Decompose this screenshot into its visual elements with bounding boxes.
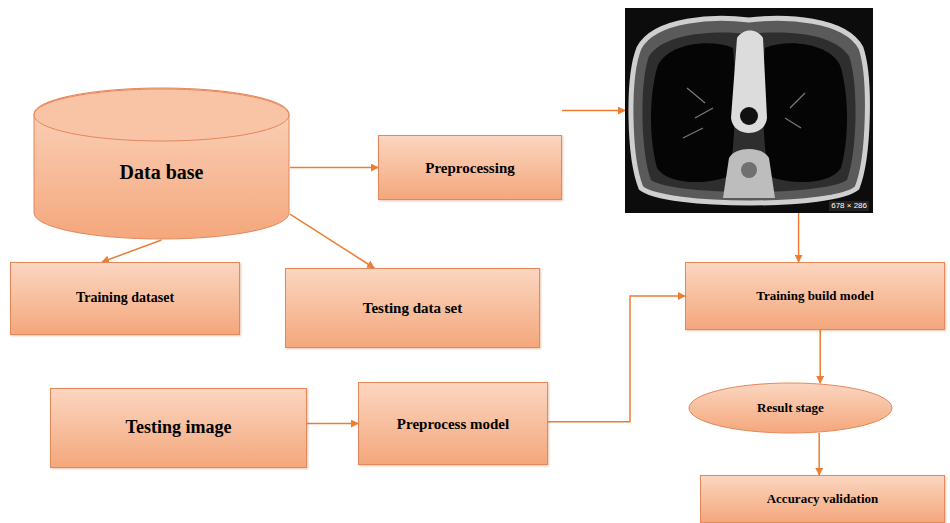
flow-arrow — [819, 330, 821, 383]
node-label: Training build model — [756, 288, 874, 304]
image-size-label: 678 × 286 — [829, 201, 869, 211]
process-box: Training build model — [685, 262, 945, 330]
database-cylinder: Data base — [33, 88, 290, 240]
node-label: Preprocessing — [425, 159, 514, 177]
process-box: Accuracy validation — [700, 475, 945, 523]
node-label: Accuracy validation — [767, 491, 879, 507]
node-label: Testing image — [126, 417, 232, 439]
node-label: Training dataset — [76, 290, 174, 307]
flow-arrow — [307, 423, 358, 425]
process-box: Testing image — [50, 388, 307, 468]
process-box: Preprocess model — [358, 382, 548, 465]
result-ellipse: Result stage — [688, 382, 893, 434]
node-label: Result stage — [757, 400, 824, 416]
ct-scan-image: 678 × 286 — [625, 8, 873, 213]
flow-arrow — [818, 433, 820, 475]
ct-scan-illustration — [625, 8, 873, 213]
process-box: Testing data set — [285, 268, 540, 348]
node-label: Testing data set — [363, 299, 462, 317]
flow-arrow — [102, 240, 162, 262]
flow-arrow — [290, 167, 378, 169]
node-label: Data base — [120, 160, 204, 184]
flow-arrow — [562, 110, 625, 112]
process-box: Preprocessing — [378, 135, 562, 200]
flow-arrow — [798, 213, 800, 262]
flow-arrow — [290, 214, 374, 268]
node-label: Preprocess model — [397, 415, 509, 433]
flow-arrow — [548, 296, 685, 422]
process-box: Training dataset — [10, 262, 240, 335]
